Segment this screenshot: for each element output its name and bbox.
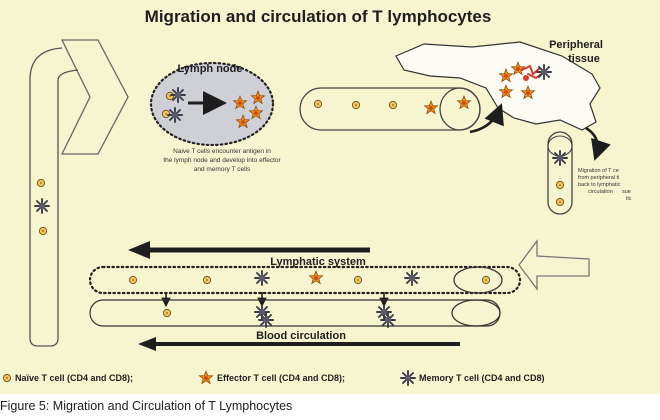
- naive-cell: [128, 275, 138, 285]
- memory-cell: [536, 64, 552, 80]
- memory-cell: [254, 270, 270, 286]
- effector-cell: [423, 100, 439, 115]
- lymph-node: Lymph node: [149, 61, 275, 147]
- peripheral-tissue: Peripheral tissue: [395, 39, 603, 131]
- memory-cell: [404, 270, 420, 286]
- naive-cell: [313, 99, 323, 109]
- figure-caption: Figure 5: Migration and Circulation of T…: [0, 399, 293, 413]
- naive-cell: [351, 100, 361, 110]
- arrow-to-lymphatic-icon: [585, 126, 611, 161]
- note-line: the lymph node and develop into effector: [163, 157, 281, 164]
- note-line: sue: [622, 189, 631, 195]
- lymphatic-vessel: Lymphatic system: [88, 256, 522, 295]
- caption-bar: Figure 5: Migration and Circulation of T…: [0, 394, 660, 420]
- naive-cell: [161, 109, 171, 119]
- peripheral-tissue-label: Peripheral: [549, 39, 603, 51]
- naive-cell: [353, 275, 363, 285]
- lymphatic-direction-arrow-icon: [128, 241, 370, 259]
- memory-cell: [258, 312, 274, 328]
- lymph-node-note: Naive T cells encounter antigen in the l…: [163, 148, 281, 173]
- left-vessel: [29, 39, 129, 347]
- memory-cell: [34, 198, 50, 214]
- legend-naive-label: Naïve T cell (CD4 and CD8);: [15, 373, 133, 383]
- peripheral-tissue-label: tissue: [568, 53, 600, 65]
- blood-vessel: Blood circulation: [89, 299, 501, 342]
- drop-arrows: [161, 292, 389, 308]
- effector-cell: [308, 270, 324, 285]
- lymph-node-label: Lymph node: [178, 63, 243, 75]
- naive-cell: [555, 180, 565, 190]
- return-arrow-icon: [518, 239, 590, 291]
- naive-cell: [202, 275, 212, 285]
- note-line: back to lymphatic: [578, 182, 621, 188]
- naive-cell: [38, 226, 48, 236]
- migration-note: Migration of T ce from peripheral ti bac…: [578, 168, 632, 202]
- effector-cell: [456, 95, 472, 110]
- legend-memory-label: Memory T cell (CD4 and CD8): [419, 373, 545, 383]
- naive-cell: [388, 100, 398, 110]
- note-line: tic: [626, 196, 632, 202]
- naive-cell: [162, 308, 172, 318]
- lymphatic-system-label: Lymphatic system: [270, 256, 366, 268]
- legend-memory-icon: [400, 370, 416, 386]
- efferent-vessel: [299, 87, 481, 131]
- note-line: circulation: [588, 189, 613, 195]
- memory-cell: [552, 150, 568, 166]
- memory-cell: [167, 107, 183, 123]
- legend-effector-icon: [198, 370, 214, 385]
- naive-cell: [36, 178, 46, 188]
- note-line: from peripheral ti: [578, 175, 619, 181]
- arrow-to-tissue-icon: [469, 103, 504, 134]
- diagram-title: Migration and circulation of T lymphocyt…: [145, 7, 492, 26]
- legend-effector-label: Effector T cell (CD4 and CD8);: [217, 373, 345, 383]
- naive-cell: [481, 275, 491, 285]
- note-line: Naive T cells encounter antigen in: [173, 148, 271, 155]
- memory-cell: [380, 312, 396, 328]
- naive-cell: [555, 197, 565, 207]
- legend-naive-icon: [2, 373, 12, 383]
- blood-direction-arrow-icon: [138, 337, 460, 351]
- legend: Naïve T cell (CD4 and CD8); Effector T c…: [2, 370, 545, 386]
- naive-cell: [165, 91, 175, 101]
- memory-cell: [170, 87, 186, 103]
- note-line: Migration of T ce: [578, 168, 619, 174]
- blood-circulation-label: Blood circulation: [256, 330, 346, 342]
- note-line: and memory T cells: [194, 166, 251, 173]
